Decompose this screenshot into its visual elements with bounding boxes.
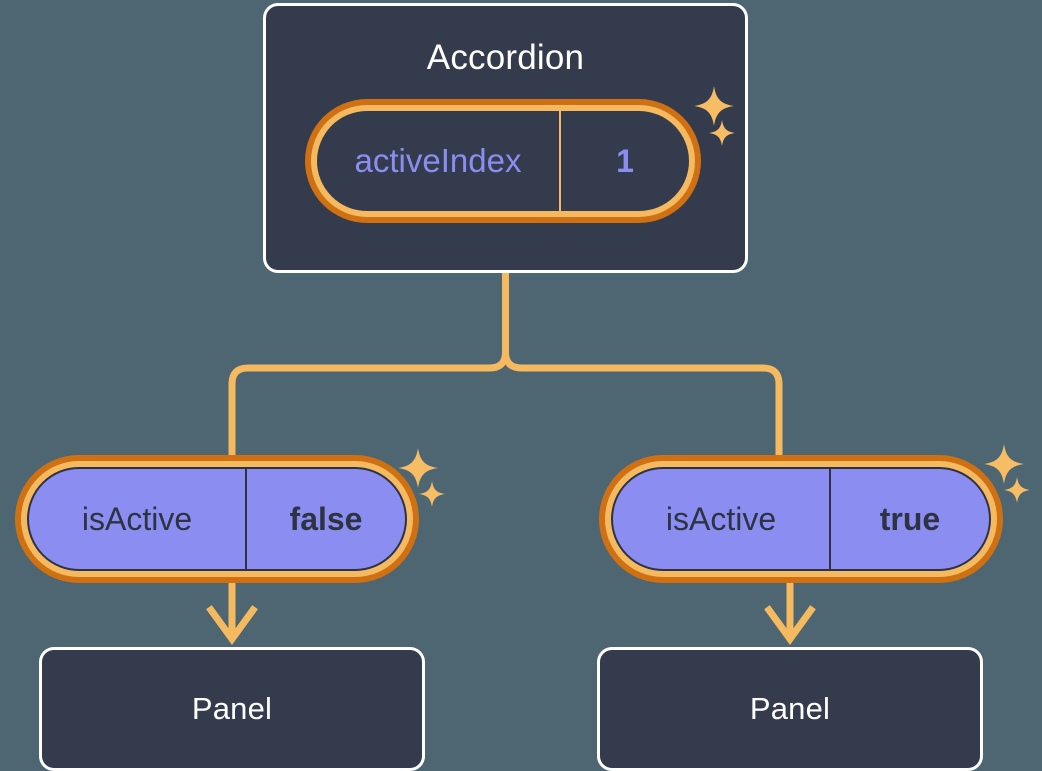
pill-ring-inner: activeIndex 1 [311, 105, 695, 217]
arrow-down-icon [764, 605, 816, 645]
state-value-label: false [289, 500, 363, 537]
pill-ring-inner: isActive false [21, 461, 413, 577]
state-value-label: true [879, 500, 941, 537]
state-pill-is-active-true[interactable]: isActive true [599, 455, 1003, 583]
state-key-label: isActive [29, 469, 247, 569]
pill-ring-inner: isActive true [605, 461, 997, 577]
panel-node-left[interactable]: Panel [39, 647, 425, 771]
sparkle-four-point-small-icon [1003, 476, 1031, 504]
connector-branch-left [228, 351, 509, 458]
state-key-label: isActive [613, 469, 831, 569]
state-key-label: activeIndex [317, 111, 561, 211]
pill-body: isActive false [27, 467, 407, 571]
panel-title: Panel [191, 691, 273, 726]
sparkle-four-point-small-icon [418, 480, 446, 508]
panel-title: Panel [749, 691, 831, 726]
state-pill-active-index[interactable]: activeIndex 1 [305, 99, 701, 223]
pill-body: activeIndex 1 [317, 111, 689, 211]
state-value-label: 1 [616, 142, 634, 179]
accordion-title: Accordion [426, 38, 585, 77]
arrow-down-icon [206, 605, 258, 645]
panel-node-right[interactable]: Panel [597, 647, 983, 771]
state-pill-is-active-false[interactable]: isActive false [15, 455, 419, 583]
connector-branch-right [502, 351, 783, 458]
pill-body: isActive true [611, 467, 991, 571]
